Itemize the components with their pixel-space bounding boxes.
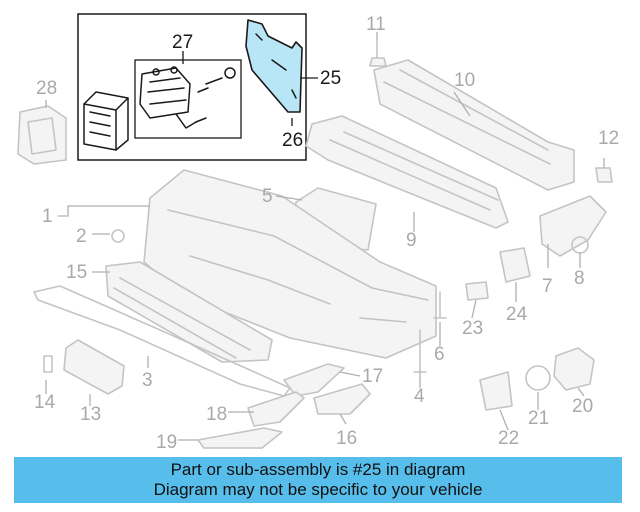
callout-7[interactable]: 7: [542, 276, 553, 297]
bolt-part-11[interactable]: [369, 39, 387, 67]
callout-12[interactable]: 12: [598, 128, 619, 149]
callout-8[interactable]: 8: [574, 268, 585, 289]
callout-16[interactable]: 16: [336, 428, 357, 449]
trim-part-19[interactable]: [197, 427, 283, 449]
sensor-bracket-part-27[interactable]: [139, 66, 236, 129]
callout-18[interactable]: 18: [206, 404, 227, 425]
footer-line-1: Part or sub-assembly is #25 in diagram: [170, 460, 466, 479]
trim-part-18[interactable]: [247, 391, 305, 427]
callout-11[interactable]: 11: [366, 14, 386, 35]
callout-15[interactable]: 15: [66, 262, 87, 283]
sensor-part-2[interactable]: [111, 229, 125, 243]
callout-numbers: 1 2 3 4 5 6 7 8 9 10 11 12 13 14 15 16 1…: [34, 14, 619, 453]
fastener-part-14[interactable]: [43, 355, 53, 373]
bolt-part-6[interactable]: [433, 291, 447, 319]
footer-line-2: Diagram may not be specific to your vehi…: [153, 480, 483, 499]
callout-24[interactable]: 24: [506, 304, 528, 325]
lower-spoiler: [33, 285, 291, 397]
license-plate-part-13[interactable]: [63, 339, 125, 395]
callout-10[interactable]: 10: [454, 70, 475, 91]
part-21[interactable]: [525, 365, 551, 391]
callout-9[interactable]: 9: [406, 230, 417, 251]
grille-part-15[interactable]: [105, 261, 273, 363]
callout-6[interactable]: 6: [434, 344, 445, 365]
part-24[interactable]: [499, 247, 531, 283]
part-23[interactable]: [465, 281, 489, 301]
callout-3[interactable]: 3: [142, 370, 153, 391]
bolt-part-12[interactable]: [595, 167, 613, 183]
callout-27[interactable]: 27: [172, 32, 193, 53]
footer-banner: Part or sub-assembly is #25 in diagram D…: [14, 457, 622, 503]
trim-part-16[interactable]: [313, 383, 371, 415]
callout-4[interactable]: 4: [414, 386, 425, 407]
callout-14[interactable]: 14: [34, 392, 56, 413]
impact-bar-part-10[interactable]: [373, 59, 575, 191]
trim-frame-part-28[interactable]: [17, 105, 67, 165]
callout-13[interactable]: 13: [80, 404, 101, 425]
side-bracket-part-7[interactable]: [539, 195, 607, 257]
callout-26[interactable]: 26: [282, 130, 303, 151]
callout-5[interactable]: 5: [262, 186, 273, 207]
bracket-part-25-highlighted[interactable]: [245, 19, 303, 113]
callout-19[interactable]: 19: [156, 432, 177, 453]
callout-1[interactable]: 1: [42, 206, 53, 227]
part-22[interactable]: [479, 371, 513, 411]
callout-21[interactable]: 21: [528, 408, 549, 429]
callout-leaders: [45, 32, 605, 441]
radar-sensor-part[interactable]: [83, 91, 129, 151]
callout-22[interactable]: 22: [498, 428, 519, 449]
callout-17[interactable]: 17: [362, 366, 383, 387]
callout-28[interactable]: 28: [36, 78, 57, 99]
callout-23[interactable]: 23: [462, 318, 483, 339]
part-20[interactable]: [553, 347, 595, 391]
callout-20[interactable]: 20: [572, 396, 593, 417]
absorber-part-9[interactable]: [305, 115, 509, 229]
callout-2[interactable]: 2: [76, 226, 87, 247]
callout-25[interactable]: 25: [320, 68, 341, 89]
